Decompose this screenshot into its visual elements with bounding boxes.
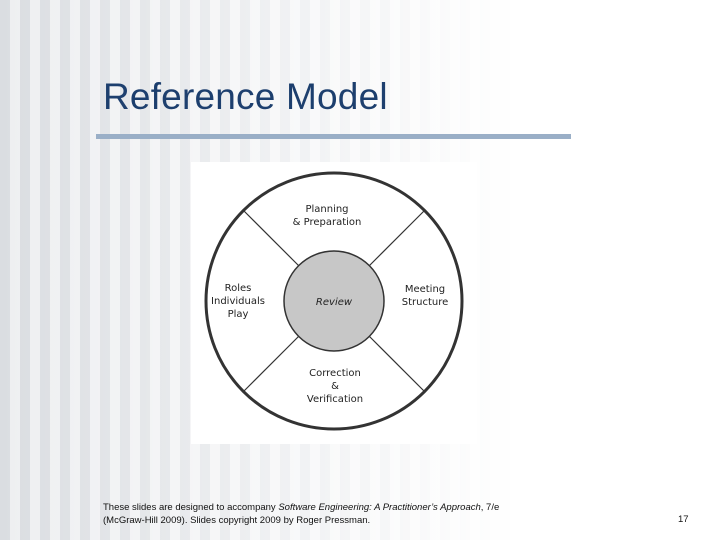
center-circle — [283, 250, 385, 352]
footer-edition: , 7/e — [480, 502, 500, 513]
left-label-line3: Play — [228, 309, 249, 320]
left-label-line1: Roles — [225, 283, 252, 294]
right-label-line1: Meeting — [405, 284, 445, 295]
center-label: Review — [316, 297, 353, 308]
footer-credits: These slides are designed to accompany S… — [103, 501, 573, 527]
footer-line2: (McGraw-Hill 2009). Slides copyright 200… — [103, 515, 371, 526]
footer-line1: These slides are designed to accompany S… — [103, 501, 573, 514]
bottom-label-line1: Correction — [309, 368, 361, 379]
bottom-label-line2: & — [331, 381, 339, 392]
top-label-line1: Planning — [305, 204, 348, 215]
slide-number: 17 — [678, 514, 689, 525]
divider-top-right — [368, 210, 425, 267]
diagram-svg: Review Planning & Preparation Roles Indi… — [204, 171, 464, 431]
divider-bottom-left — [243, 335, 300, 392]
top-label-line2: & Preparation — [293, 217, 362, 228]
divider-bottom-right — [368, 335, 425, 392]
footer-book-title: Software Engineering: A Practitioner’s A… — [278, 502, 481, 513]
left-label-line2: Individuals — [211, 296, 265, 307]
footer-prefix: These slides are designed to accompany — [103, 502, 279, 513]
bottom-label-line3: Verification — [307, 394, 363, 405]
divider-top-left — [243, 210, 300, 267]
reference-model-diagram: Review Planning & Preparation Roles Indi… — [191, 162, 477, 444]
title-underline — [96, 134, 571, 139]
slide-title: Reference Model — [103, 76, 388, 117]
right-label-line2: Structure — [402, 297, 449, 308]
